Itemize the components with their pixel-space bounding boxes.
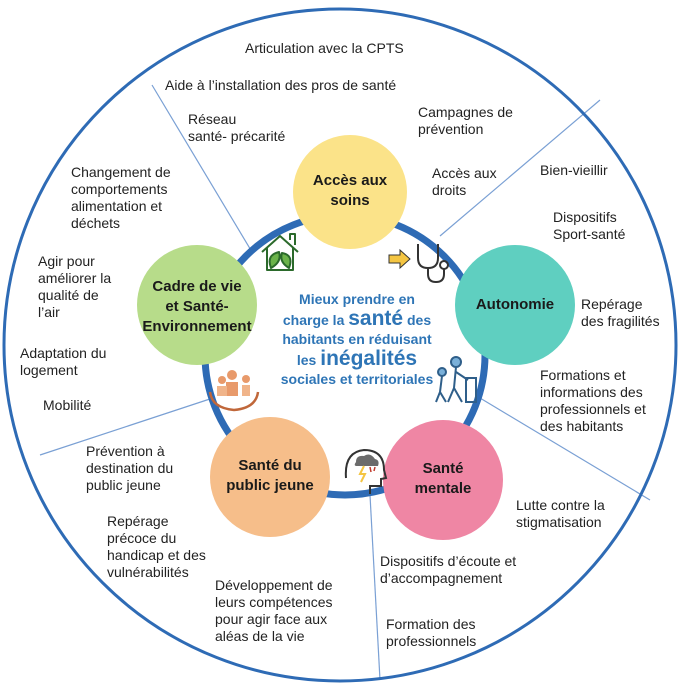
center-line-2: charge la santé des bbox=[282, 307, 432, 330]
divider-line-acces-autonomie bbox=[439, 99, 601, 237]
house-leaf-icon bbox=[261, 233, 299, 271]
theme-title-public-jeune: Santé du public jeune bbox=[226, 457, 314, 494]
family-hands-icon bbox=[208, 370, 260, 412]
theme-circle-public-jeune bbox=[210, 417, 330, 537]
theme-circle-acces-soins bbox=[293, 135, 407, 249]
theme-circle-autonomie bbox=[455, 245, 575, 365]
center-statement: Mieux prendre en charge la santé des hab… bbox=[262, 290, 452, 389]
arrow-stethoscope-icon bbox=[388, 244, 449, 284]
theme-title-autonomie: Autonomie bbox=[475, 296, 555, 313]
theme-title-acces-soins: Accès aux soins bbox=[312, 172, 388, 209]
center-highlight-inegalites: inégalités bbox=[320, 347, 418, 370]
label-articulation-cpts: Articulation avec la CPTS bbox=[245, 40, 404, 56]
divider-line-autonomie-mentale bbox=[469, 391, 651, 501]
divider-line-mentale-jeune bbox=[369, 494, 381, 681]
divider-line-cadre-acces bbox=[151, 84, 259, 263]
label-bien-vieillir: Bien-vieillir bbox=[540, 162, 608, 178]
label-aide-installation: Aide à l’installation des pros de santé bbox=[165, 77, 397, 93]
theme-title-sante-mentale: Santé mentale bbox=[414, 460, 472, 497]
outer-ring bbox=[2, 7, 678, 683]
elderly-walker-icon bbox=[435, 356, 477, 403]
center-line-4: les inégalités bbox=[296, 347, 418, 370]
head-storm-icon bbox=[344, 448, 388, 494]
divider-line-jeune-cadre bbox=[39, 394, 223, 456]
theme-circle-cadre-vie bbox=[137, 245, 257, 365]
center-highlight-sante: santé bbox=[348, 307, 404, 330]
center-line-1: Mieux prendre en bbox=[299, 291, 415, 307]
theme-title-cadre-vie: Cadre de vie et Santé- Environnement bbox=[142, 278, 252, 335]
label-mobilite: Mobilité bbox=[43, 397, 92, 413]
center-line-5: sociales et territoriales bbox=[280, 371, 434, 387]
theme-circle-sante-mentale bbox=[383, 420, 503, 540]
center-line-3: habitants en réduisant bbox=[282, 331, 432, 347]
